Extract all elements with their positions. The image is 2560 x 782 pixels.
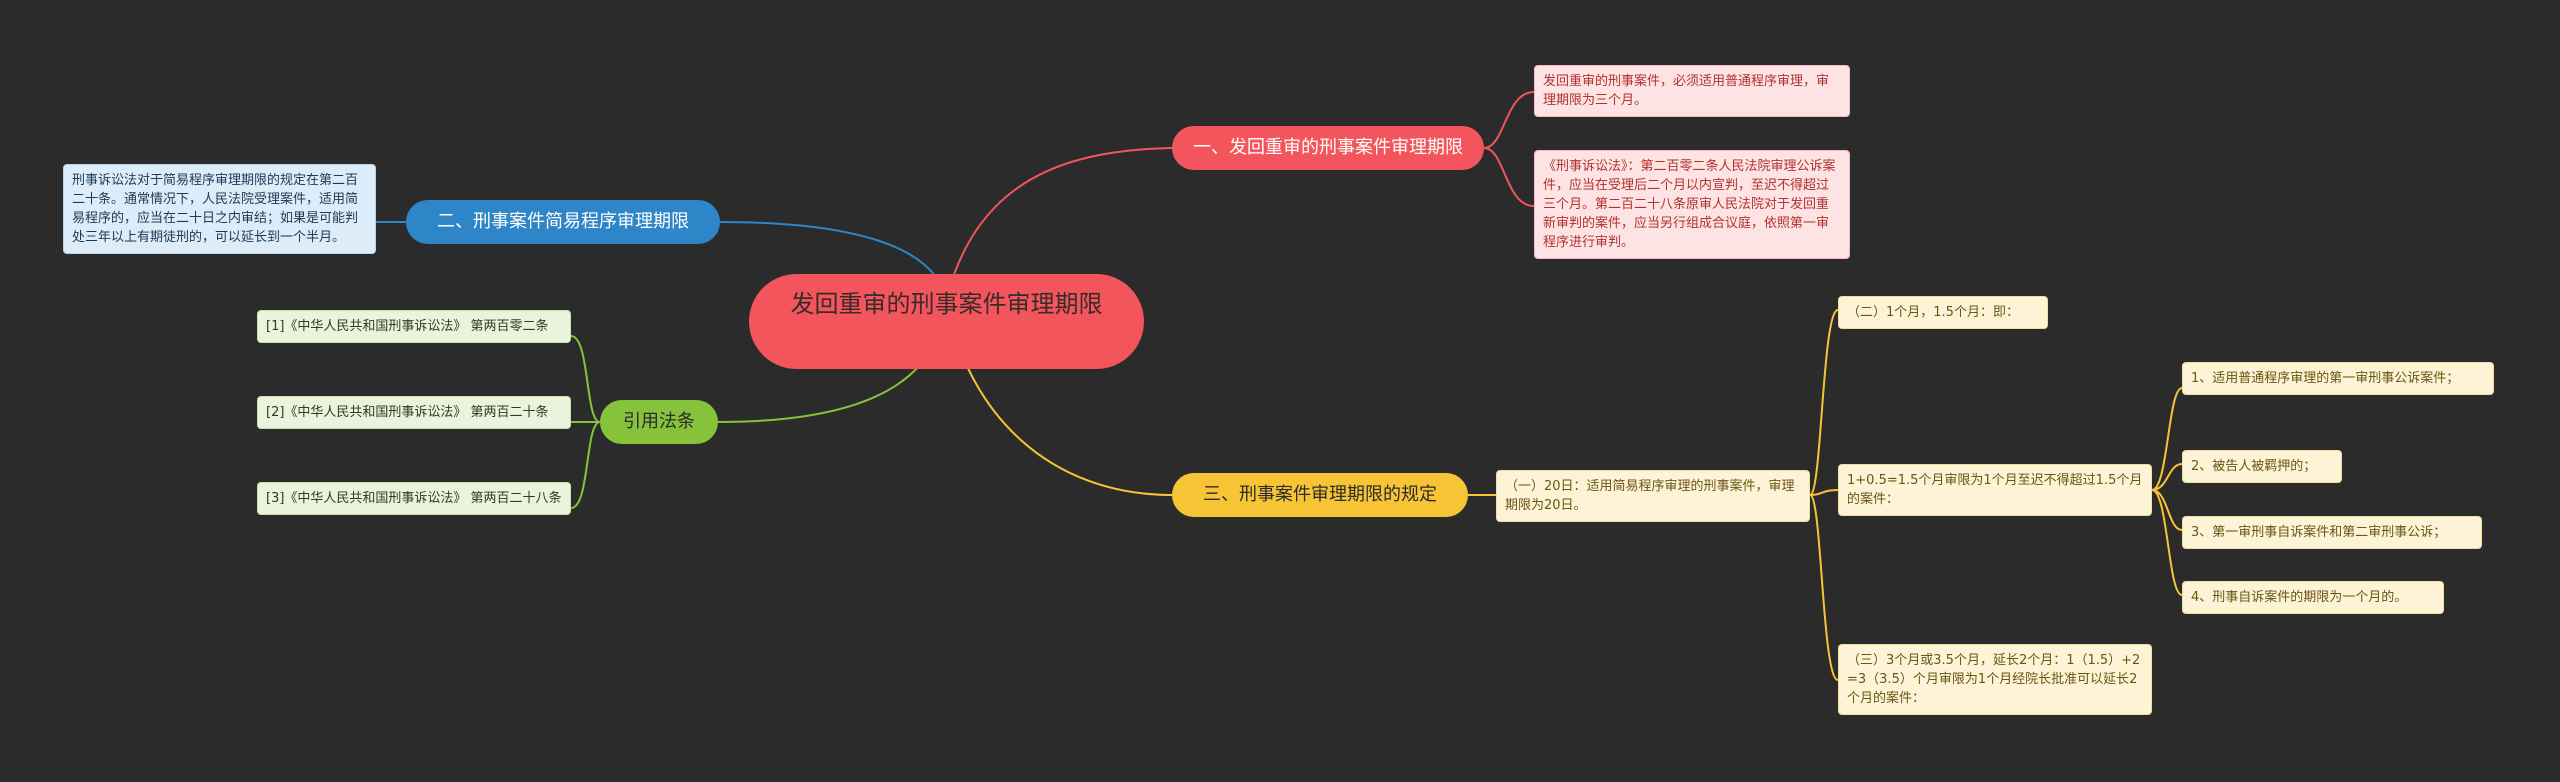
- card-text: （三）3个月或3.5个月，延长2个月：1（1.5）+2=3（3.5）个月审限为1…: [1847, 653, 2141, 706]
- central-topic-label: 发回重审的刑事案件审理期限: [790, 290, 1103, 318]
- branch-label: 二、刑事案件简易程序审理期限: [437, 211, 689, 232]
- leaf-defendant-detained[interactable]: 2、被告人被羁押的；: [2182, 450, 2342, 483]
- branch-label: 引用法条: [623, 411, 695, 432]
- card-twenty-days-rule[interactable]: （一）20日：适用简易程序审理的刑事案件，审理期限为20日。: [1496, 470, 1810, 522]
- central-topic[interactable]: 发回重审的刑事案件审理期限: [749, 274, 1144, 369]
- card-retrial-ordinary-procedure[interactable]: 发回重审的刑事案件，必须适用普通程序审理，审理期限为三个月。: [1534, 65, 1850, 117]
- card-cited-article-202[interactable]: [1]《中华人民共和国刑事诉讼法》 第两百零二条: [257, 310, 571, 343]
- leaf-text: 3、第一审刑事自诉案件和第二审刑事公诉；: [2191, 525, 2447, 540]
- card-text: （二）1个月，1.5个月：即：: [1847, 305, 2019, 320]
- link-center-b1: [945, 147, 1173, 301]
- link-b1-card1: [1483, 91, 1535, 149]
- branch-criminal-trial-period-rules[interactable]: 三、刑事案件审理期限的规定: [1172, 473, 1468, 517]
- link-card-sub3: [1809, 494, 1839, 681]
- card-text: 发回重审的刑事案件，必须适用普通程序审理，审理期限为三个月。: [1543, 74, 1830, 108]
- card-text: 刑事诉讼法对于简易程序审理期限的规定在第二百二十条。通常情况下，人民法院受理案件…: [72, 173, 359, 245]
- card-one-point-five-month-rule[interactable]: 1+0.5=1.5个月审限为1个月至迟不得超过1.5个月的案件：: [1838, 464, 2152, 516]
- link-sub2-leaf4: [2151, 489, 2183, 596]
- card-three-month-rule[interactable]: （三）3个月或3.5个月，延长2个月：1（1.5）+2=3（3.5）个月审限为1…: [1838, 644, 2152, 715]
- card-text: [2]《中华人民共和国刑事诉讼法》 第两百二十条: [266, 405, 549, 420]
- card-text: [3]《中华人民共和国刑事诉讼法》 第两百二十八条: [266, 491, 562, 506]
- branch-simplified-procedure-period[interactable]: 二、刑事案件简易程序审理期限: [406, 200, 720, 244]
- link-sub2-leaf1: [2151, 387, 2183, 491]
- link-sub2-leaf2: [2151, 463, 2183, 491]
- card-cited-article-228[interactable]: [3]《中华人民共和国刑事诉讼法》 第两百二十八条: [257, 482, 571, 515]
- card-text: （一）20日：适用简易程序审理的刑事案件，审理期限为20日。: [1505, 479, 1795, 513]
- leaf-private-prosecution-one-month[interactable]: 4、刑事自诉案件的期限为一个月的。: [2182, 581, 2444, 614]
- card-text: 1+0.5=1.5个月审限为1个月至迟不得超过1.5个月的案件：: [1847, 473, 2143, 507]
- link-card-sub2: [1809, 489, 1839, 496]
- branch-cited-articles[interactable]: 引用法条: [600, 400, 718, 444]
- link-card-sub1: [1809, 309, 1839, 496]
- card-simplified-procedure-rule[interactable]: 刑事诉讼法对于简易程序审理期限的规定在第二百二十条。通常情况下，人民法院受理案件…: [63, 164, 376, 254]
- leaf-text: 2、被告人被羁押的；: [2191, 459, 2317, 474]
- link-b3-card1: [570, 335, 601, 423]
- card-text: [1]《中华人民共和国刑事诉讼法》 第两百零二条: [266, 319, 549, 334]
- link-sub2-leaf3: [2151, 489, 2183, 531]
- leaf-text: 4、刑事自诉案件的期限为一个月的。: [2191, 590, 2408, 605]
- branch-retrial-period[interactable]: 一、发回重审的刑事案件审理期限: [1172, 126, 1484, 170]
- branch-label: 三、刑事案件审理期限的规定: [1203, 484, 1437, 505]
- card-cited-article-220[interactable]: [2]《中华人民共和国刑事诉讼法》 第两百二十条: [257, 396, 571, 429]
- leaf-text: 1、适用普通程序审理的第一审刑事公诉案件；: [2191, 371, 2460, 386]
- card-text: 《刑事诉讼法》：第二百零二条人民法院审理公诉案件，应当在受理后二个月以内宣判，至…: [1543, 159, 1836, 250]
- leaf-private-prosecution-second-instance[interactable]: 3、第一审刑事自诉案件和第二审刑事公诉；: [2182, 516, 2482, 549]
- link-b1-card2: [1483, 147, 1535, 207]
- card-criminal-procedure-law-articles[interactable]: 《刑事诉讼法》：第二百零二条人民法院审理公诉案件，应当在受理后二个月以内宣判，至…: [1534, 150, 1850, 259]
- leaf-ordinary-public-prosecution[interactable]: 1、适用普通程序审理的第一审刑事公诉案件；: [2182, 362, 2494, 395]
- card-one-month-rule[interactable]: （二）1个月，1.5个月：即：: [1838, 296, 2048, 329]
- link-b3-card3: [570, 421, 601, 509]
- branch-label: 一、发回重审的刑事案件审理期限: [1193, 137, 1463, 158]
